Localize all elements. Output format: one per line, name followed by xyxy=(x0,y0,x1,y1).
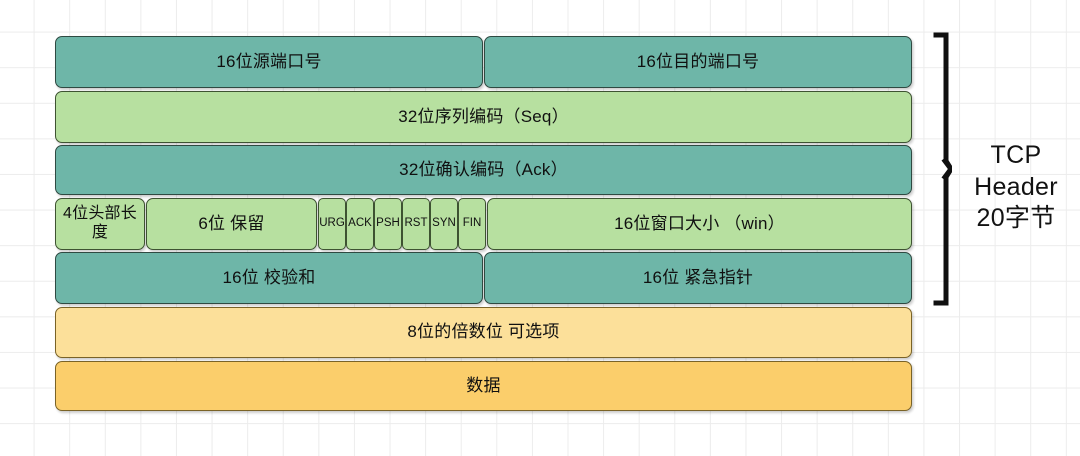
field-window-size: 16位窗口大小 （win） xyxy=(487,198,912,250)
field-checksum: 16位 校验和 xyxy=(55,252,483,304)
flag-urg: URG xyxy=(318,198,346,250)
tcp-header-brace xyxy=(918,30,952,308)
field-data-payload: 数据 xyxy=(55,361,912,411)
flag-fin: FIN xyxy=(458,198,486,250)
field-options: 8位的倍数位 可选项 xyxy=(55,307,912,358)
flag-ack: ACK xyxy=(346,198,374,250)
tcp-header-label-line-3: 20字节 xyxy=(976,204,1056,232)
tcp-header-label: TCP Header 20字节 xyxy=(958,140,1074,235)
tcp-header-label-line-1: TCP xyxy=(990,141,1042,169)
field-source-port: 16位源端口号 xyxy=(55,36,483,88)
tcp-header-label-line-2: Header xyxy=(974,172,1058,201)
field-destination-port: 16位目的端口号 xyxy=(484,36,912,88)
flag-syn: SYN xyxy=(430,198,458,250)
field-data-offset: 4位头部长度 xyxy=(55,198,145,250)
field-sequence-number: 32位序列编码（Seq） xyxy=(55,91,912,143)
field-reserved: 6位 保留 xyxy=(146,198,317,250)
flag-psh: PSH xyxy=(374,198,402,250)
flag-rst: RST xyxy=(402,198,430,250)
field-urgent-pointer: 16位 紧急指针 xyxy=(484,252,912,304)
field-acknowledgement-number: 32位确认编码（Ack） xyxy=(55,145,912,195)
